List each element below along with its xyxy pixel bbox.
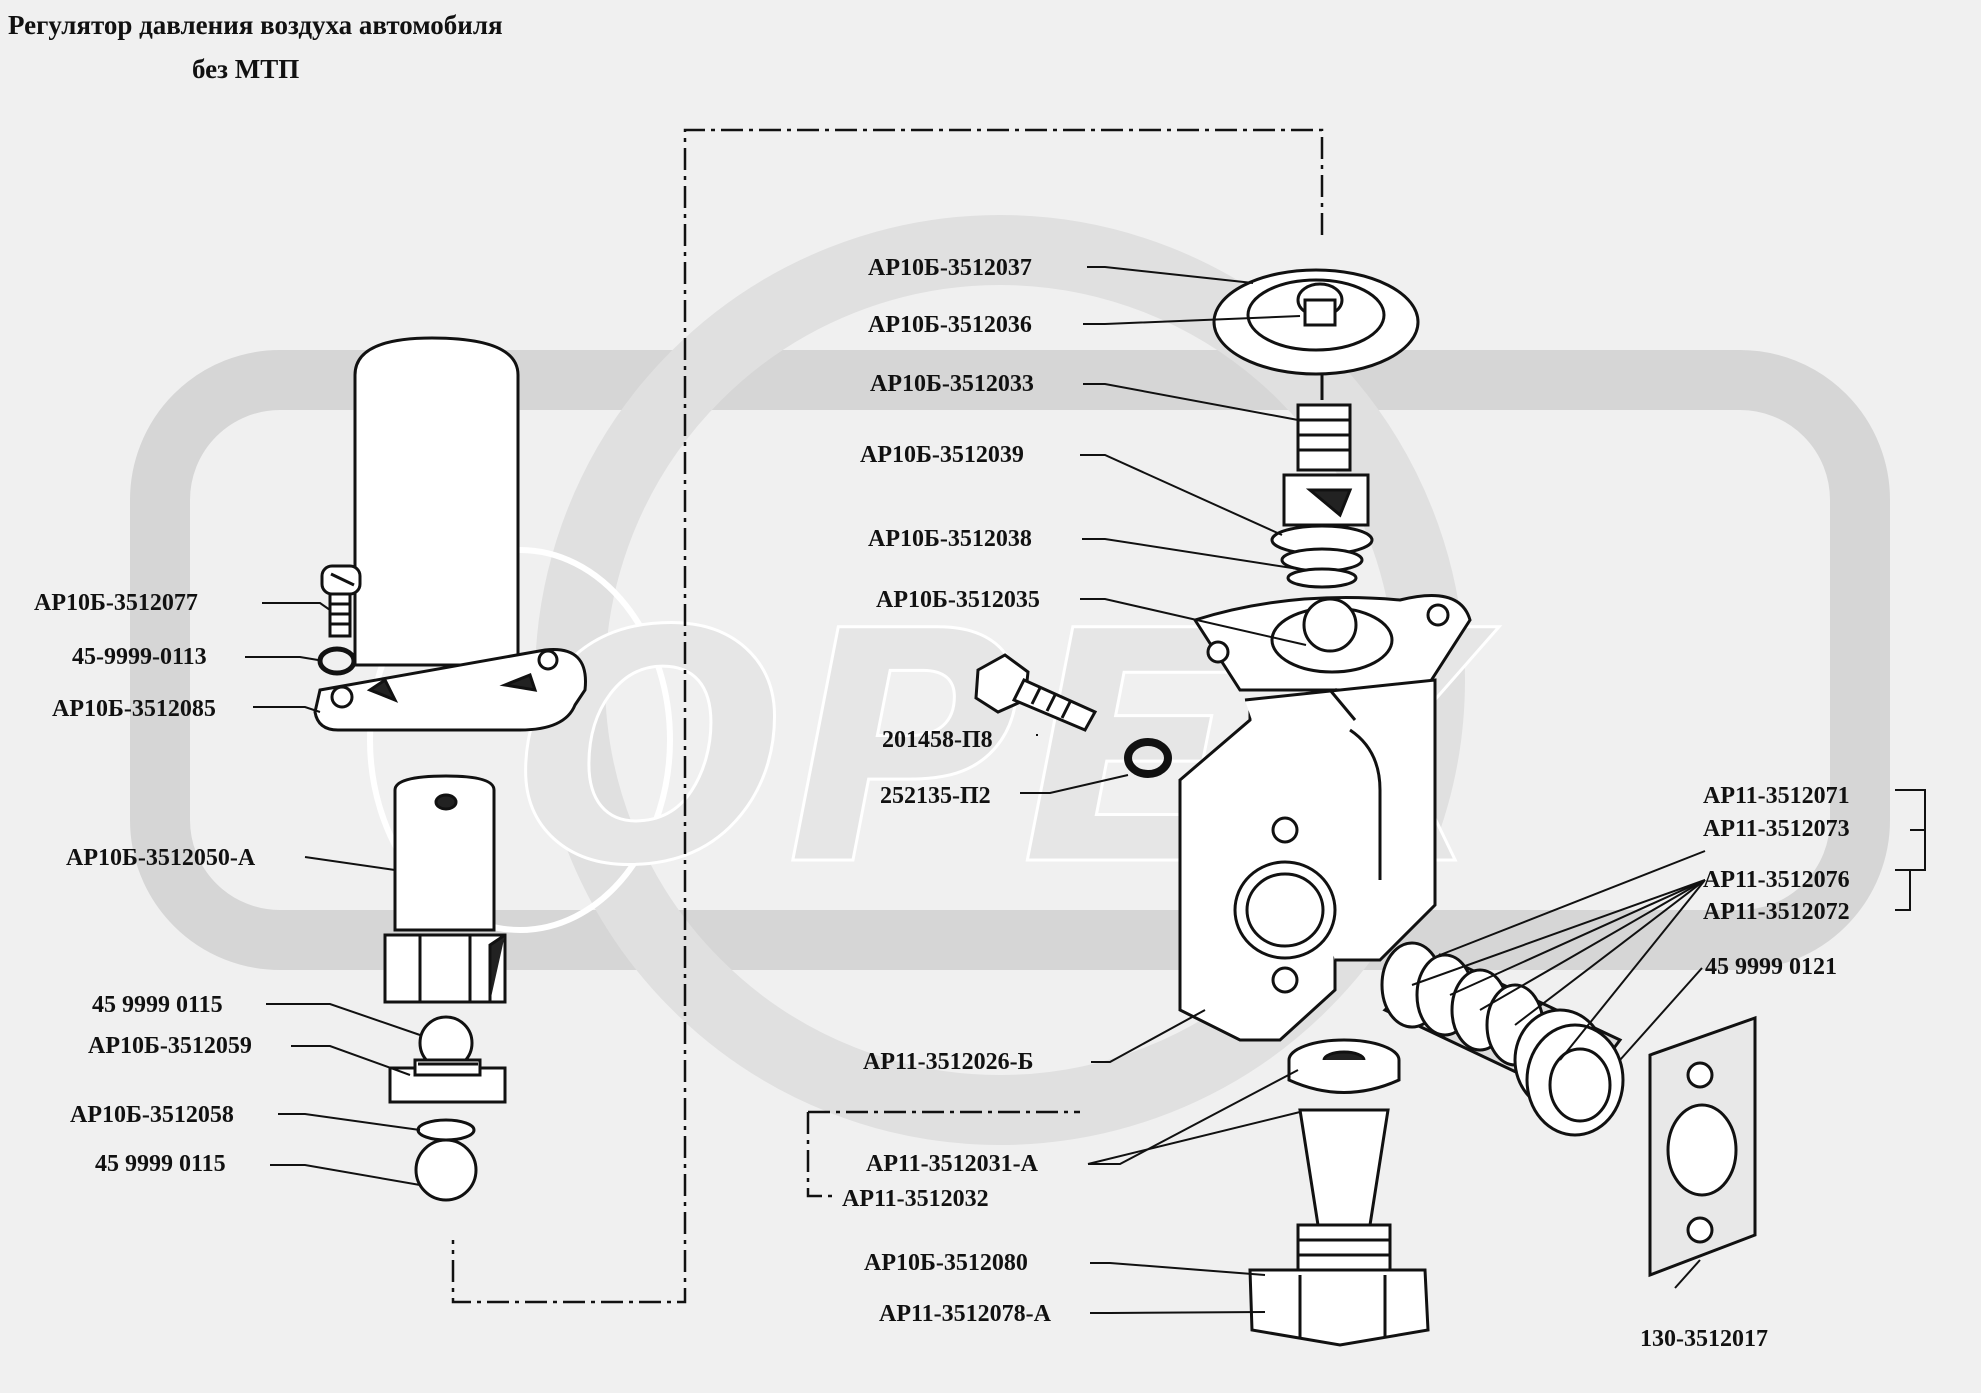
part-label-3512085[interactable]: АР10Б-3512085 [52,696,216,722]
valve-body-3512050 [383,774,507,1202]
filter-stack [1380,941,1625,1137]
part-label-3512039[interactable]: АР10Б-3512039 [860,442,1024,468]
fitting-3512031 [1248,1038,1430,1347]
part-label-3512038[interactable]: АР10Б-3512038 [868,526,1032,552]
screw-3512077 [320,564,362,638]
part-label-45-9999-0113[interactable]: 45-9999-0113 [72,644,207,670]
part-label-3512032[interactable]: АР11-3512032 [842,1186,989,1212]
part-label-3512058[interactable]: АР10Б-3512058 [70,1102,234,1128]
part-label-3512050[interactable]: АР10Б-3512050-А [66,845,256,871]
part-label-45-9999-0115-lower[interactable]: 45 9999 0115 [95,1151,226,1177]
part-label-3512077[interactable]: АР10Б-3512077 [34,590,198,616]
part-label-3512036[interactable]: АР10Б-3512036 [868,312,1032,338]
part-label-201458[interactable]: 201458-П8 [882,727,993,753]
part-label-3512037[interactable]: АР10Б-3512037 [868,255,1032,281]
part-label-252135[interactable]: 252135-П2 [880,783,991,809]
diaphragm-3512037 [1212,268,1420,376]
diagram-title-line1: Регулятор давления воздуха автомобиля [8,10,503,40]
part-label-3512035[interactable]: АР10Б-3512035 [876,587,1040,613]
part-label-3512033[interactable]: АР10Б-3512033 [870,371,1034,397]
part-label-3512071[interactable]: АР11-3512071 [1703,783,1850,809]
part-label-3512078[interactable]: АР11-3512078-А [879,1301,1051,1327]
part-label-45-9999-0115-upper[interactable]: 45 9999 0115 [92,992,223,1018]
part-label-3512026[interactable]: АР11-3512026-Б [863,1049,1034,1075]
part-label-45-9999-0121[interactable]: 45 9999 0121 [1705,954,1837,980]
assembly-frame [451,128,1324,1304]
bolt-201458 [974,653,1098,732]
part-label-3512031[interactable]: АР11-3512031-А [866,1151,1038,1177]
body-3512026 [1178,594,1472,1042]
lock-washer-252135 [1124,738,1172,778]
part-label-3512080[interactable]: АР10Б-3512080 [864,1250,1028,1276]
part-label-130-3512017[interactable]: 130-3512017 [1640,1326,1768,1352]
part-label-3512072[interactable]: АР11-3512072 [1703,899,1850,925]
part-label-3512073[interactable]: АР11-3512073 [1703,816,1850,842]
plate-130-3512017 [1648,1015,1757,1278]
part-label-3512076[interactable]: АР11-3512076 [1703,867,1850,893]
diagram-title-line2: без МТП [192,54,300,84]
washer-0113 [317,646,357,676]
cover-cylinder [313,336,587,732]
spring-3512033 [1270,375,1374,589]
leader-lines [245,266,1926,1314]
part-label-3512059[interactable]: АР10Б-3512059 [88,1033,252,1059]
